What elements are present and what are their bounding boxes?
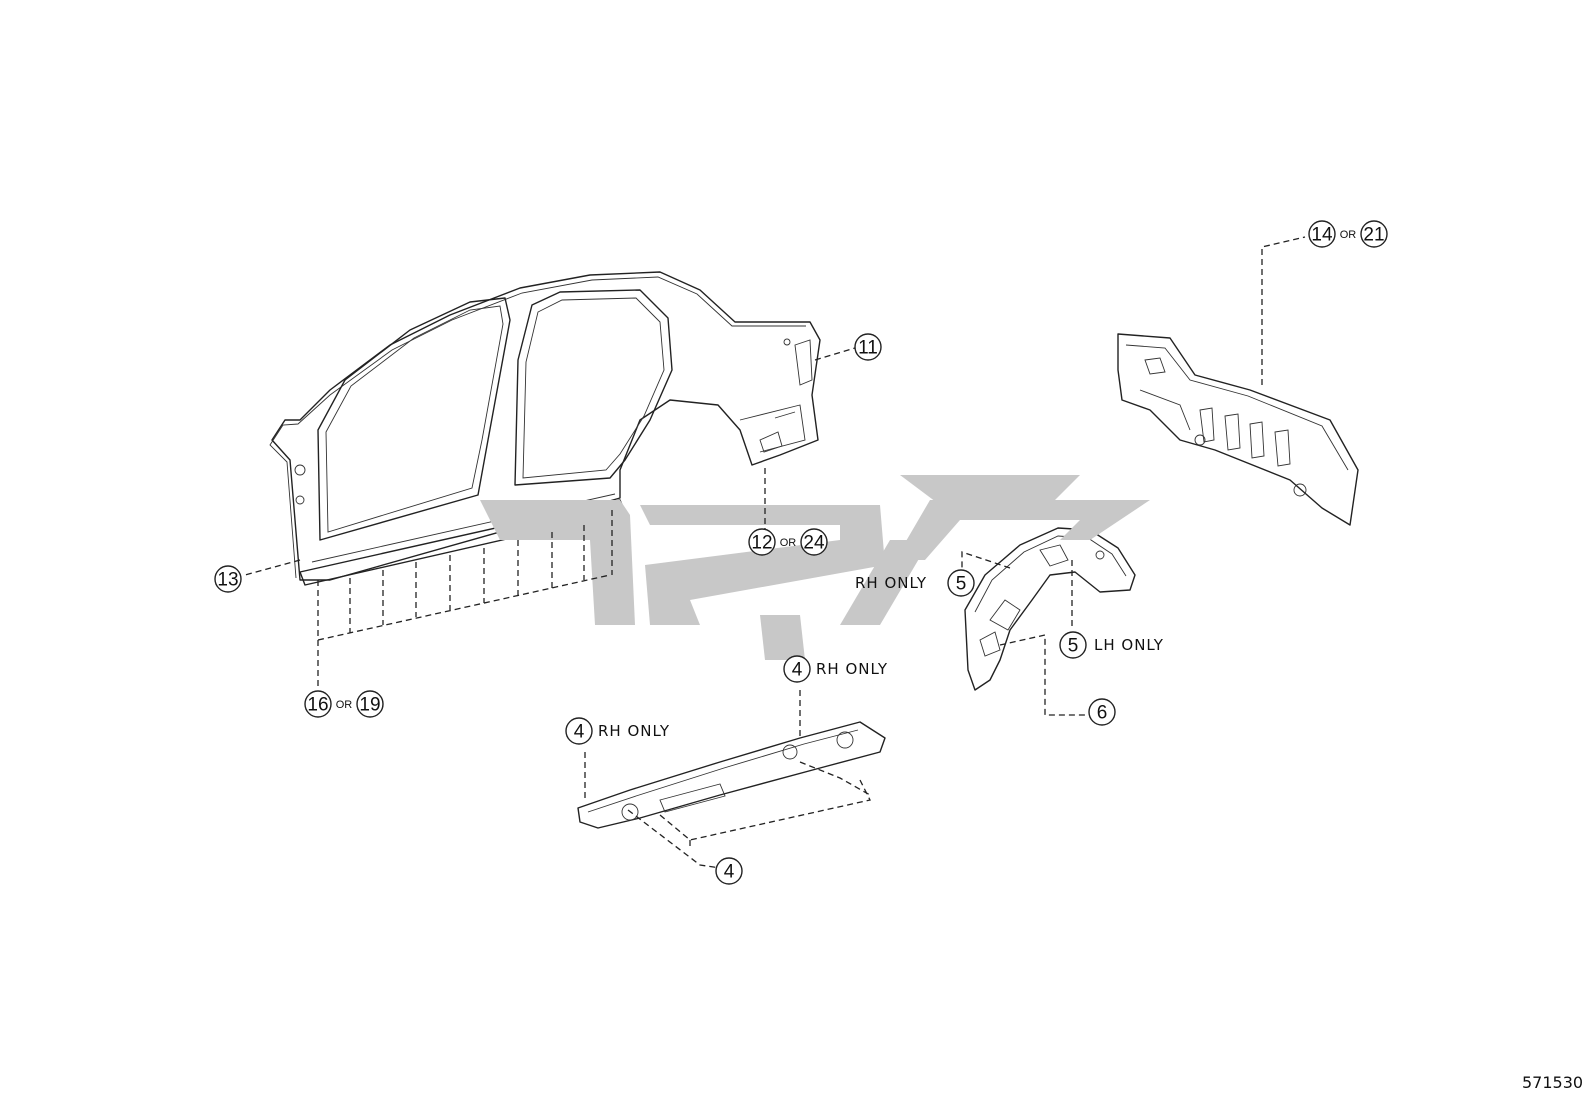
rear-back-panel (1117, 333, 1359, 526)
svg-text:4: 4 (574, 722, 585, 743)
diagram-id: 571530 (1522, 1073, 1583, 1092)
callout-6: 6 (1088, 698, 1116, 726)
svg-text:4: 4 (792, 660, 803, 681)
svg-text:OR: OR (1340, 229, 1357, 241)
svg-text:RH ONLY: RH ONLY (598, 722, 670, 740)
leader-lines (244, 236, 1306, 869)
callout-16-or-19: 16 OR 19 (304, 690, 384, 718)
svg-text:RH ONLY: RH ONLY (816, 660, 888, 678)
callout-4-rh-only-lower: 4 RH ONLY (565, 717, 670, 745)
svg-text:14: 14 (1311, 225, 1333, 246)
svg-text:19: 19 (359, 695, 380, 716)
callout-5-rh-only: RH ONLY 5 (855, 569, 975, 597)
svg-text:OR: OR (780, 537, 797, 549)
svg-text:21: 21 (1363, 225, 1384, 246)
callout-4-bottom: 4 (715, 857, 743, 885)
callout-12-or-24: 12 OR 24 (748, 528, 828, 556)
callout-13: 13 (214, 565, 242, 593)
svg-text:5: 5 (956, 574, 967, 595)
callout-4-rh-only-upper: 4 RH ONLY (783, 655, 888, 683)
svg-text:4: 4 (724, 862, 735, 883)
svg-text:24: 24 (803, 533, 825, 554)
svg-text:16: 16 (307, 695, 328, 716)
callout-5-lh-only: 5 LH ONLY (1059, 631, 1164, 659)
svg-text:OR: OR (336, 699, 353, 711)
svg-text:5: 5 (1068, 636, 1079, 657)
svg-text:LH ONLY: LH ONLY (1094, 636, 1164, 654)
callout-11: 11 (854, 333, 882, 361)
floor-side-member (577, 721, 886, 829)
svg-text:6: 6 (1097, 703, 1108, 724)
svg-text:RH ONLY: RH ONLY (855, 574, 927, 592)
svg-text:11: 11 (858, 338, 878, 359)
svg-text:13: 13 (217, 570, 238, 591)
svg-text:12: 12 (751, 533, 772, 554)
wheel-house-panel (964, 527, 1136, 691)
watermark-logo (480, 475, 1150, 660)
callout-14-or-21: 14 OR 21 (1308, 220, 1388, 248)
